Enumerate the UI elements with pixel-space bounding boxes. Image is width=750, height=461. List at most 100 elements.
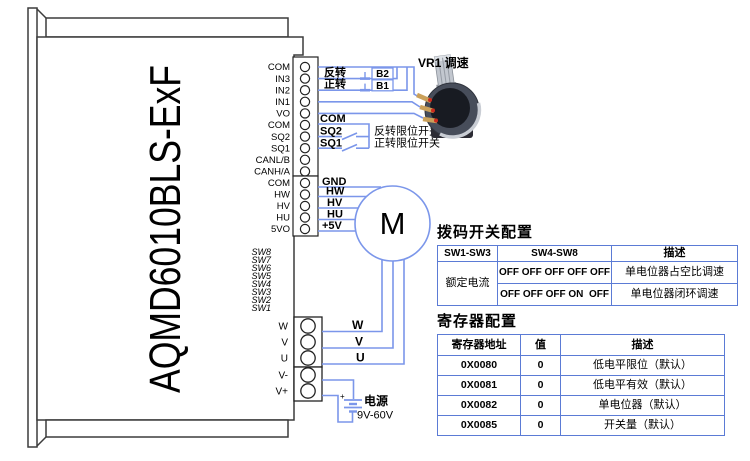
table-cell: 0X0081	[437, 375, 521, 396]
wires	[318, 66, 424, 423]
io-terminal-labels: COM IN3 IN2 IN1 VO COM SQ2 SQ1 CANL/B CA…	[254, 62, 291, 177]
bevel-top	[36, 8, 47, 19]
dip-label: SW2	[251, 295, 271, 305]
v-wire-label: V	[355, 335, 363, 349]
terminal-block-hall	[292, 175, 319, 237]
pot-label: VR1 调速	[418, 55, 469, 70]
terminal-label: V+	[275, 387, 288, 398]
table-cell: 0	[520, 395, 561, 416]
wire-in1-pot	[318, 101, 421, 108]
reverse-label: 反转	[324, 65, 346, 79]
top-flange	[45, 17, 289, 38]
table-row: 0X0085 0 开关量（默认）	[437, 415, 725, 436]
terminal-label: COM	[268, 178, 290, 189]
bottom-flange	[45, 419, 289, 438]
wire-com-pot	[318, 66, 420, 98]
dip-switch-config-section: 拨码开关配置 SW1-SW3 SW4-SW8 描述 额定电流 OFF OFF O…	[437, 221, 738, 306]
terminal-label: IN1	[275, 97, 290, 108]
pot-solder-1	[428, 98, 432, 102]
dip-label: SW7	[251, 255, 271, 265]
hv-wire-label: HV	[327, 197, 343, 209]
dip-label: SW4	[251, 279, 271, 289]
b2-box	[371, 67, 394, 80]
power-range-label: 9V-60V	[357, 410, 394, 422]
table-cell: 0	[520, 375, 561, 396]
sq1-switch-lever	[341, 143, 358, 152]
forward-label: 正转	[324, 77, 346, 91]
dip-switch-labels: SW8 SW7 SW6 SW5 SW4 SW3 SW2 SW1	[251, 247, 271, 313]
bevel-bottom	[36, 436, 47, 447]
terminal-label: SQ1	[271, 143, 290, 154]
table-cell: 0	[520, 415, 561, 436]
register-config-section: 寄存器配置 寄存器地址 值 描述 0X0080 0 低电平限位（默认） 0X00…	[437, 310, 725, 436]
terminal-label: COM	[268, 62, 290, 73]
dip-label: SW5	[251, 271, 271, 281]
header-cell: 值	[520, 334, 561, 356]
table-cell: OFF OFF OFF OFF OFF	[497, 261, 612, 284]
table-row: 0X0081 0 低电平有效（默认）	[437, 375, 725, 396]
header-cell: SW4-SW8	[497, 245, 612, 262]
pot-body-inner	[430, 88, 470, 128]
button-boxes	[371, 67, 394, 92]
b1-box	[371, 79, 394, 92]
device-model-label: AQMD6010BLS-ExF	[141, 65, 190, 393]
terminal-label: CANL/B	[256, 155, 290, 166]
sq2-description: 反转限位开关	[374, 124, 440, 138]
button-symbols	[360, 72, 370, 92]
register-table: 寄存器地址 值 描述 0X0080 0 低电平限位（默认） 0X0081 0 低…	[437, 334, 725, 436]
hw-wire-label: HW	[326, 186, 345, 198]
pot-solder-2	[431, 108, 435, 113]
w-wire-label: W	[352, 318, 364, 332]
terminal-label: HW	[274, 190, 290, 201]
terminal-block-io	[292, 56, 319, 177]
5v-wire-label: +5V	[322, 220, 343, 232]
b2-label: B2	[376, 69, 389, 80]
table-cell: 低电平限位（默认）	[560, 355, 725, 376]
table-cell: OFF OFF OFF ON OFF	[497, 283, 612, 306]
battery-plus-sign: +	[340, 392, 345, 401]
terminal-label: HU	[276, 213, 290, 224]
sq1-wire-label: SQ1	[320, 138, 342, 150]
terminal-label: VO	[276, 109, 290, 120]
terminal-label: 5VO	[271, 224, 290, 235]
terminal-label: CANH/A	[254, 167, 291, 178]
wire-vplus	[322, 394, 354, 423]
wire-w	[322, 258, 383, 333]
motor-circle	[354, 185, 431, 262]
wire-u	[322, 258, 405, 365]
table-row: 额定电流 OFF OFF OFF OFF OFF 单电位器占空比调速	[437, 261, 738, 306]
pot-solder-3	[434, 118, 438, 123]
table-cell: 开关量（默认）	[560, 415, 725, 436]
wire-v	[322, 260, 394, 349]
table-cell: 额定电流	[437, 261, 498, 306]
hu-wire-label: HU	[327, 209, 343, 221]
table-cell: 低电平有效（默认）	[560, 375, 725, 396]
table-cell: 0X0080	[437, 355, 521, 376]
header-cell: 寄存器地址	[437, 334, 521, 356]
wire-vminus	[322, 379, 355, 399]
table-cell: 0X0085	[437, 415, 521, 436]
terminal-label: HV	[277, 201, 291, 212]
driver-body	[27, 7, 304, 448]
gnd-wire-label: GND	[322, 176, 347, 188]
hall-terminal-labels: COM HW HV HU 5VO	[268, 178, 291, 235]
heatsink-strip	[27, 7, 38, 448]
table-cell: 0	[520, 355, 561, 376]
sq2-wire-label: SQ2	[320, 126, 342, 138]
dip-label: SW3	[251, 287, 271, 297]
terminal-label: IN3	[275, 74, 290, 85]
table-row: 0X0080 0 低电平限位（默认）	[437, 355, 725, 376]
power-label: 电源	[364, 393, 388, 408]
terminal-label: IN2	[275, 85, 290, 96]
dip-switch-table: SW1-SW3 SW4-SW8 描述 额定电流 OFF OFF OFF OFF …	[437, 245, 738, 306]
table-cell: 单电位器占空比调速	[611, 261, 738, 284]
table-row: 0X0082 0 单电位器（默认）	[437, 395, 725, 416]
table-header-row: SW1-SW3 SW4-SW8 描述	[437, 245, 738, 262]
terminal-block-phase	[293, 316, 323, 368]
header-cell: 描述	[560, 334, 725, 356]
sq1-description: 正转限位开关	[374, 136, 440, 150]
terminal-label: U	[281, 354, 288, 365]
table-header-row: 寄存器地址 值 描述	[437, 334, 725, 356]
